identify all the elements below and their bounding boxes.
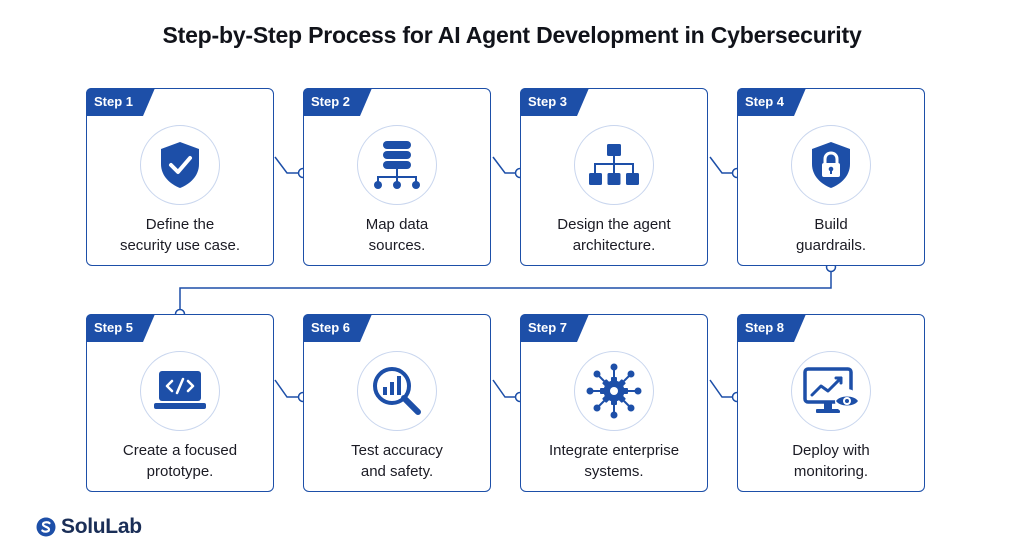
icon-ring — [140, 351, 220, 431]
step-card-3: Step 3 Design the agent architecture. — [520, 88, 708, 266]
step-label-line: prototype. — [146, 463, 214, 480]
monitor-eye-icon — [803, 367, 859, 413]
shield-check-icon — [161, 142, 199, 188]
logo-text: SoluLab — [61, 515, 142, 538]
step-label: Test accuracy and safety. — [310, 440, 484, 482]
step-badge: Step 8 — [737, 314, 806, 342]
step-card-6: Step 6 Test accuracy and safety. — [303, 314, 491, 492]
brand-logo: SoluLab — [36, 515, 142, 539]
step-card-7: Step 7 — [520, 314, 708, 492]
icon-ring — [791, 125, 871, 205]
icon-ring — [357, 125, 437, 205]
step-badge: Step 5 — [86, 314, 155, 342]
icon-ring — [574, 351, 654, 431]
icon-ring — [357, 351, 437, 431]
shield-lock-icon — [812, 142, 850, 188]
step-label-line: Define the — [145, 216, 215, 233]
step-label: Map data sources. — [310, 214, 484, 256]
step-label-line: systems. — [584, 463, 644, 480]
page-title: Step-by-Step Process for AI Agent Develo… — [162, 22, 862, 48]
step-card-2: Step 2 Map data sources. — [303, 88, 491, 266]
solulab-logo-icon — [36, 517, 56, 537]
step-label: Define the security use case. — [93, 214, 267, 256]
connector-5-6 — [274, 379, 303, 398]
step-label: Design the agent architecture. — [527, 214, 701, 256]
step-label-line: and safety. — [360, 463, 434, 480]
step-card-4: Step 4 Build guardrails. — [737, 88, 925, 266]
icon-ring — [791, 351, 871, 431]
icon-ring — [140, 125, 220, 205]
connector-4-5 — [179, 267, 832, 314]
step-label-line: Create a focused — [122, 442, 238, 459]
step-label-line: guardrails. — [795, 237, 867, 254]
step-label-line: architecture. — [572, 237, 656, 254]
step-label-line: Map data — [365, 216, 429, 233]
step-card-1: Step 1 Define the security use case. — [86, 88, 274, 266]
connector-1-2 — [274, 156, 303, 174]
step-label-line: Build — [814, 216, 848, 233]
laptop-code-icon — [154, 371, 206, 409]
database-icon — [374, 141, 420, 189]
step-badge: Step 4 — [737, 88, 806, 116]
step-badge: Step 2 — [303, 88, 372, 116]
step-label-line: Test accuracy — [351, 442, 443, 459]
step-label-line: Deploy with — [792, 442, 870, 459]
step-card-5: Step 5 Create a focused prototype. — [86, 314, 274, 492]
magnifier-chart-icon — [373, 367, 421, 415]
step-label-line: monitoring. — [793, 463, 869, 480]
step-label-line: sources. — [368, 237, 426, 254]
step-badge: Step 6 — [303, 314, 372, 342]
gear-network-icon — [586, 363, 642, 419]
step-label-line: Integrate enterprise — [548, 442, 680, 459]
step-label-line: security use case. — [119, 237, 241, 254]
step-label-line: Design the agent — [557, 216, 671, 233]
step-label: Deploy with monitoring. — [744, 440, 918, 482]
step-badge: Step 7 — [520, 314, 589, 342]
step-label: Integrate enterprise systems. — [527, 440, 701, 482]
icon-ring — [574, 125, 654, 205]
step-card-8: Step 8 Deploy with monitoring. — [737, 314, 925, 492]
step-badge: Step 1 — [86, 88, 155, 116]
step-badge: Step 3 — [520, 88, 589, 116]
hierarchy-icon — [589, 144, 639, 185]
step-label: Create a focused prototype. — [93, 440, 267, 482]
step-label: Build guardrails. — [744, 214, 918, 256]
